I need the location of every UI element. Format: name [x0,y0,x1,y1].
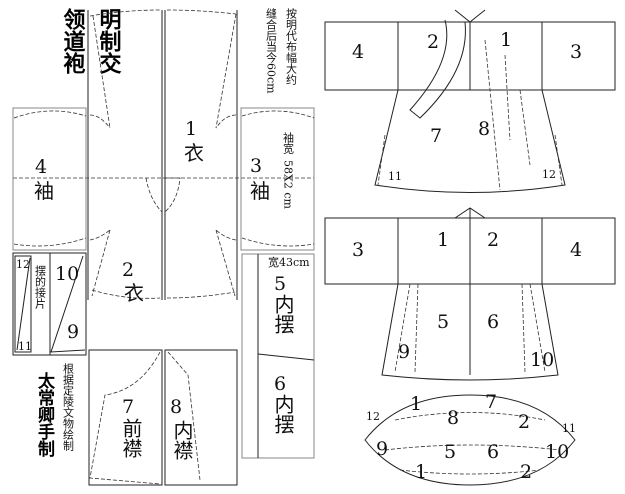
diagram-label: 2 [487,229,499,251]
piece-11-label: 11 [18,340,32,353]
piece-4-number: 4 [35,156,47,178]
piece-8-name: 内襟 [170,420,194,460]
gusset-label: 摆的接片 [34,264,47,310]
diagram-label: 9 [376,438,388,460]
sleeve-width-value: 58X2 cm [282,160,295,209]
piece-6-number: 6 [274,373,286,395]
sleeve-width-label: 袖宽 [282,131,295,155]
piece-5-6-inner-hem [241,253,315,459]
diagram-label: 1 [415,461,427,483]
diagram-label: 11 [562,422,576,435]
piece-10-label: 10 [55,263,79,285]
piece-3-name: 袖 [250,179,270,203]
note-line2: 缝合后当今60cm [265,7,278,94]
back-view-garment [324,207,616,381]
diagram-label: 8 [447,407,459,429]
diagram-label: 7 [430,125,442,147]
diagram-label: 4 [570,239,582,261]
piece-5-number: 5 [274,273,286,295]
piece-12-label: 12 [16,258,30,271]
piece-4-sleeve [12,107,87,251]
piece-1-2-body [13,9,314,300]
title-right-column: 明制交 [96,8,122,75]
diagram-label: 12 [542,168,556,181]
diagram-label: 3 [352,239,364,261]
piece-6-name: 内摆 [271,394,295,434]
piece-4-name: 袖 [34,179,54,203]
piece-1-number: 1 [185,118,197,140]
piece-7-8-lapels [88,349,238,486]
hem-view [364,394,576,486]
diagram-label: 2 [520,461,532,483]
piece-5-width: 宽43cm [268,255,310,269]
diagram-label: 6 [487,311,499,333]
diagram-label: 9 [398,341,410,363]
front-view-labels: 4 2 1 3 7 8 11 12 [352,29,582,183]
diagram-label: 5 [444,441,456,463]
diagram-label: 12 [366,410,380,423]
diagram-label: 11 [388,170,402,183]
piece-7-name: 前襟 [119,418,143,458]
diagram-label: 1 [410,393,422,415]
piece-2-number: 2 [122,259,134,281]
piece-3-sleeve [240,107,315,251]
diagram-label: 6 [487,441,499,463]
diagram-label: 3 [570,41,582,63]
piece-5-name: 内摆 [271,294,295,334]
back-view-labels: 3 1 2 4 5 6 9 10 [352,229,582,371]
gusset-pieces [12,252,87,356]
diagram-label: 1 [437,229,449,251]
diagram-label: 5 [437,311,449,333]
note-line1: 按明代布幅大约 [285,7,298,86]
diagram-label: 10 [530,349,554,371]
front-view-garment [324,9,616,193]
diagram-label: 4 [352,41,364,63]
credit-maker: 太常卿手制 [34,371,55,458]
piece-9-label: 9 [67,321,79,343]
piece-7-number: 7 [122,396,134,418]
hem-view-labels: 1 7 12 8 2 11 9 5 6 10 1 2 [366,391,576,483]
diagram-label: 8 [478,118,490,140]
diagram-label: 1 [500,29,512,51]
diagram-label: 2 [427,31,439,53]
piece-8-number: 8 [170,396,182,418]
piece-2-name: 衣 [124,281,144,305]
diagram-label: 2 [518,411,530,433]
title-left-column: 领道袍 [60,7,86,75]
piece-1-name: 衣 [184,141,204,165]
diagram-label: 10 [545,441,569,463]
credit-source: 根据定陵文物绘制 [62,362,75,451]
diagram-label: 7 [485,391,497,413]
piece-3-number: 3 [250,155,262,177]
